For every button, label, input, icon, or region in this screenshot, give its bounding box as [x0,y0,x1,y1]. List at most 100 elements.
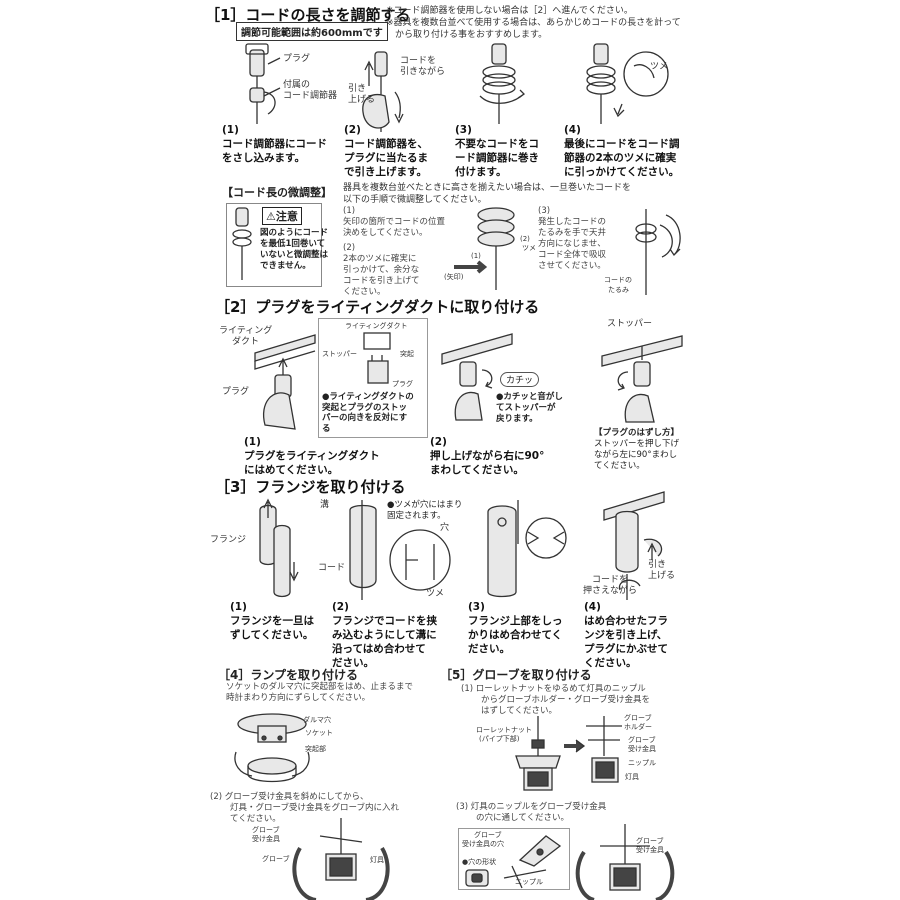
s1-step2-line2: プラグに当たるま [344,152,428,164]
s5-step1-line1: ローレットナットをゆるめて灯具のニップル [475,684,646,694]
section2-title: ［2］プラグをライティングダクトに取り付ける [215,298,540,316]
label-s4-receiver-1: グローブ [252,826,280,834]
s1-step1-line2: をさし込みます。 [222,152,305,164]
s3-step1-line1: フランジを一旦は [230,615,314,627]
s3-step1-number: (1) [230,601,247,613]
label-s3-lift-1: 引き [648,560,667,570]
s4-step2-line1: グローブ受け金具を斜めにしてから、 [224,792,369,802]
inset-nipple: ニップル [515,878,543,886]
s3-step1-illustration [259,498,299,598]
caution-box [226,203,322,287]
step2-illustration [362,51,404,132]
s2-step1-line1: プラグをライティングダクト [244,450,380,462]
s3-step4-line2: ンジを引き上げ、 [584,629,668,641]
s5-step3: (3) 灯具のニップルをグローブ受け金具 の穴に通してください。 [456,802,606,824]
step4-illustration [586,43,669,124]
caution-line3: いないと微調整は [260,250,329,260]
label-lift-1: 引き [348,84,367,94]
s5-step1-illustration [515,716,622,791]
click-note-1: ●カチッと音がし [496,392,563,402]
label-globe-holder-2: ホルダー [624,723,652,731]
label-socket: ソケット [305,729,333,737]
label-s4-globe: グローブ [262,855,290,863]
section3-title: ［3］フランジを取り付ける [215,478,406,496]
s5-step3-illustration [575,824,675,900]
box-label-plug: プラグ [392,380,413,388]
plug-removal-illustration [601,335,683,423]
label-knurled-nut-1: ローレットナット [476,726,532,734]
fine-step1-line2: 決めをしてください。 [343,228,428,238]
box-label-stopper: ストッパー [322,350,357,358]
label-lift-2: 上げる [348,95,376,105]
label-fine-claw: ツメ [522,244,536,252]
label-s3-claw: ツメ [426,589,445,599]
s1-step4-line3: に引っかけてください。 [564,166,680,178]
plug-removal-title: 【プラグのはずし方】 [594,428,680,438]
label-claw: ツメ [650,62,669,72]
s5-step3-line2: の穴に通してください。 [476,813,569,823]
s4-lamp-illustration [234,713,310,783]
s3-step3-number: (3) [468,601,485,613]
caution-illustration [232,207,252,280]
s4-step2-line3: てください。 [230,814,281,824]
hole-shape-illustration [465,865,547,889]
s4-step2-number: (2) [210,792,223,802]
s2-step2-number: (2) [430,436,447,448]
s4-desc-1: ソケットのダルマ穴に突起部をはめ、止まるまで [226,682,414,692]
orientation-note-4: る [322,423,331,434]
step1-illustration [245,43,281,124]
s1-step2-number: (2) [344,124,361,136]
fine-step2-line3: コードを引き上げて [343,276,420,286]
s3-step4: (4) はめ合わせたフラ ンジを引き上げ、 プラグにかぶせて ください。 [584,600,668,670]
plug-removal-line1: ストッパーを押し下げ [594,439,680,449]
label-s2-plug: プラグ [222,387,250,397]
s3-step2-line2: み込むようにして溝に [332,629,437,641]
s3-step3-line2: かりはめ合わせてく [468,629,563,641]
adjust-range-box: 調節可能範囲は約600mmです [236,22,388,41]
fine-step1-line1: 矢印の箇所でコードの位置 [343,217,446,227]
plug-removal-line3: てください。 [594,461,645,471]
s3-step3: (3) フランジ上部をしっ かりはめ合わせてく ださい。 [468,600,563,656]
s3-claw-note-2: 固定されます。 [387,511,446,521]
s1-step2: (2) コード調節器を、 プラグに当たるま で引き上げます。 [344,123,428,179]
s5-step1-line3: はずしてください。 [481,706,557,716]
orientation-note: ●ライティングダクトの 突起とプラグのストッ パーの向きを反対にす る [322,392,414,434]
caution-badge: ⚠注意 [262,207,302,225]
s1-step3-line2: ード調節器に巻き [455,152,539,164]
s2-step1-line2: にはめてください。 [244,464,339,476]
caution-line1: 図のようにコード [260,228,329,238]
label-slack-1: コードの [604,276,632,284]
s3-step4-line4: ください。 [584,657,637,669]
section1-note1: ※コード調節器を使用しない場合は［2］へ進んでください。 [386,6,633,16]
s3-step4-line1: はめ合わせたフラ [584,615,668,627]
label-arrow-mark: (矢印) [444,273,464,281]
s1-step2-line3: で引き上げます。 [344,166,427,178]
label-pull-2: 引きながら [400,67,446,77]
box-label-projection: 突起 [400,350,414,358]
s3-step3-illustration [487,500,567,598]
fine-step-illustration [454,207,515,290]
s3-step4-number: (4) [584,601,601,613]
label-duct-1: ライティング [219,326,273,336]
s3-step1: (1) フランジを一旦は ずしてください。 [230,600,314,642]
s3-step1-line2: ずしてください。 [230,629,314,641]
s3-step2: (2) フランジでコードを挟 み込むようにして溝に 沿ってはめ合わせて ださい。 [332,600,437,670]
label-knurled-nut-2: (パイプ下部) [479,735,520,743]
fine-step3-line2: たるみを手で天井 [538,228,607,238]
label-s5r-receiver-2: 受け金具 [636,846,664,854]
fine-step1: (1) 矢印の箇所でコードの位置 決めをしてください。 [343,206,445,239]
label-hold-2: 押さえながら [583,586,638,596]
label-s5r-receiver-1: グローブ [636,837,664,845]
orientation-note-3: パーの向きを反対にす [322,413,408,423]
label-hole: 穴 [440,523,450,533]
s1-step3-number: (3) [455,124,472,136]
plug-removal-line2: ながら左に90°まわし [594,450,678,460]
s3-step3-line1: フランジ上部をしっ [468,615,563,627]
s5-step1-number: (1) [461,684,474,694]
label-s5-receiver-2: 受け金具 [628,745,656,753]
hole-inset-box [458,828,570,890]
s1-step4-number: (4) [564,124,581,136]
section1-title: ［1］コードの長さを調節する [205,6,411,24]
fine-step3-line5: させてください。 [538,261,606,271]
click-bubble: カチッ [500,372,540,387]
